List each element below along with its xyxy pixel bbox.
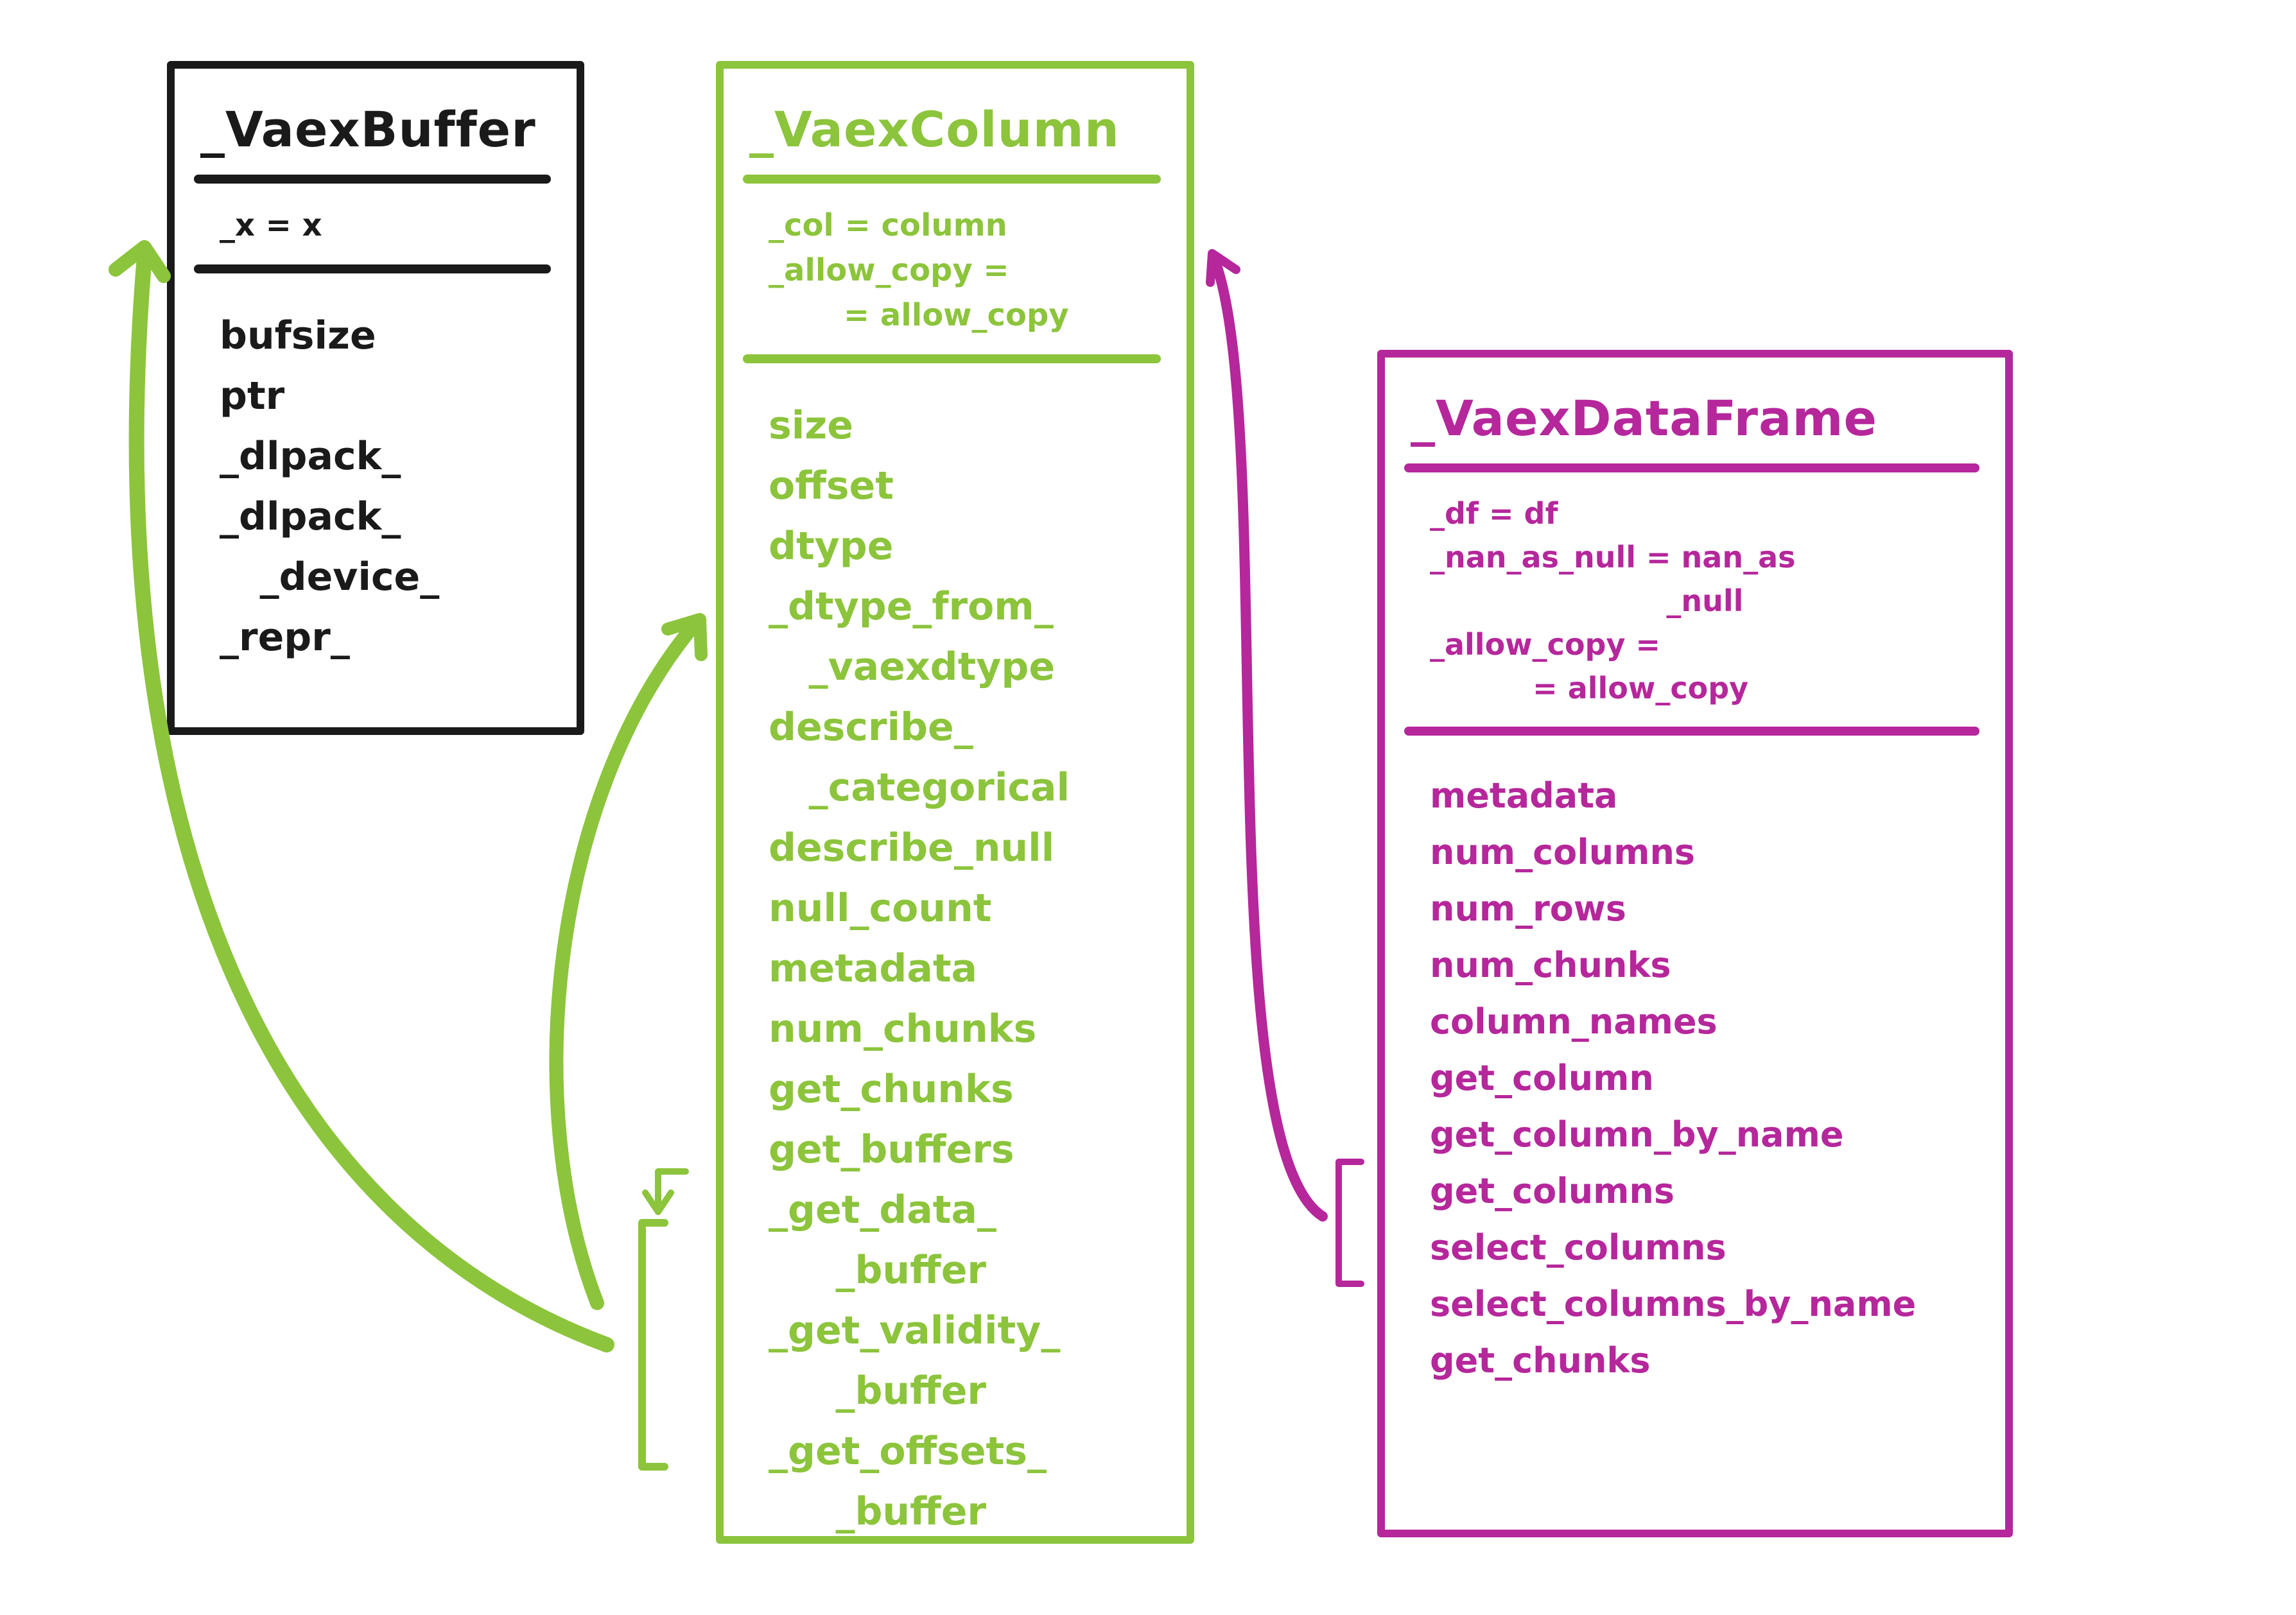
- vaex-dataframe-title: _VaexDataFrame: [1411, 390, 2005, 447]
- vaex-dataframe-attribute: _df = df: [1430, 492, 1992, 535]
- vaex-dataframe-class-box: _VaexDataFrame _df = df _nan_as_null = n…: [1377, 350, 2013, 1537]
- dataframe-column-methods-bracket: [1339, 1162, 1361, 1284]
- dataframe-to-column-arrowhead: [1210, 254, 1236, 282]
- vaex-column-method: dtype: [769, 516, 1174, 576]
- vaex-column-separator-1: [743, 175, 1161, 184]
- vaex-column-attribute: = allow_copy: [769, 293, 1174, 338]
- vaex-column-method: offset: [769, 456, 1174, 516]
- vaex-column-method: get_chunks: [769, 1059, 1174, 1119]
- column-to-column-arrowhead: [668, 619, 701, 655]
- vaex-dataframe-method: num_columns: [1430, 824, 1992, 881]
- vaex-dataframe-method: select_columns_by_name: [1430, 1276, 1992, 1333]
- vaex-buffer-method: _dlpack_: [220, 426, 564, 487]
- vaex-dataframe-separator-1: [1404, 463, 1979, 472]
- vaex-column-method: _get_offsets_ _buffer: [769, 1421, 1174, 1542]
- vaex-dataframe-method: select_columns: [1430, 1220, 1992, 1276]
- vaex-column-separator-2: [743, 354, 1161, 363]
- vaex-dataframe-methods: metadata num_columns num_rows num_chunks…: [1430, 768, 1992, 1389]
- column-buffer-methods-bracket: [642, 1223, 665, 1467]
- vaex-buffer-method: bufsize: [220, 306, 564, 366]
- vaex-column-method: _get_data_ _buffer: [769, 1180, 1174, 1300]
- vaex-column-methods: size offset dtype _dtype_from_ _vaexdtyp…: [769, 395, 1174, 1542]
- vaex-buffer-method: ptr: [220, 366, 564, 426]
- vaex-column-class-box: _VaexColumn _col = column _allow_copy = …: [716, 61, 1194, 1544]
- vaex-column-method: describe_null: [769, 818, 1174, 878]
- vaex-dataframe-method: get_column_by_name: [1430, 1107, 1992, 1163]
- vaex-column-title: _VaexColumn: [749, 101, 1187, 158]
- vaex-buffer-class-box: _VaexBuffer _x = x bufsize ptr _dlpack_ …: [167, 61, 584, 735]
- vaex-buffer-methods: bufsize ptr _dlpack_ _dlpack_ _device_ _…: [220, 306, 564, 668]
- column-bracket-pointer-arrow: [658, 1171, 686, 1208]
- dataframe-to-column-arrow: [1213, 257, 1323, 1216]
- vaex-dataframe-method: get_column: [1430, 1050, 1992, 1107]
- vaex-column-method: get_buffers: [769, 1119, 1174, 1180]
- vaex-dataframe-attribute: _nan_as_null = nan_as _null: [1430, 535, 1992, 623]
- vaex-dataframe-separator-2: [1404, 727, 1979, 736]
- vaex-column-method: null_count: [769, 878, 1174, 938]
- vaex-dataframe-method: column_names: [1430, 994, 1992, 1050]
- vaex-column-attribute: _allow_copy =: [769, 248, 1174, 293]
- vaex-dataframe-method: get_columns: [1430, 1163, 1992, 1220]
- vaex-dataframe-method: num_rows: [1430, 881, 1992, 937]
- vaex-dataframe-method: get_chunks: [1430, 1333, 1992, 1389]
- vaex-dataframe-attribute: _allow_copy = = allow_copy: [1430, 623, 1992, 710]
- vaex-buffer-attribute: _x = x: [220, 203, 564, 248]
- vaex-buffer-attributes: _x = x: [220, 203, 564, 248]
- column-bracket-pointer-arrowhead: [645, 1193, 671, 1212]
- vaex-column-attributes: _col = column _allow_copy = = allow_copy: [769, 203, 1174, 338]
- vaex-column-method: _get_validity_ _buffer: [769, 1300, 1174, 1421]
- vaex-dataframe-method: num_chunks: [1430, 937, 1992, 994]
- vaex-dataframe-attributes: _df = df _nan_as_null = nan_as _null _al…: [1430, 492, 1992, 710]
- vaex-column-attribute: _col = column: [769, 203, 1174, 248]
- vaex-column-method: describe_ _categorical: [769, 697, 1174, 818]
- vaex-buffer-method: _dlpack_ _device_: [220, 487, 564, 607]
- vaex-buffer-title: _VaexBuffer: [200, 101, 577, 158]
- vaex-buffer-separator-1: [194, 175, 551, 184]
- vaex-column-method: num_chunks: [769, 999, 1174, 1059]
- column-to-buffer-arrowhead: [116, 247, 164, 276]
- vaex-buffer-separator-2: [194, 264, 551, 273]
- vaex-dataframe-method: metadata: [1430, 768, 1992, 824]
- vaex-column-method: _dtype_from_ _vaexdtype: [769, 576, 1174, 697]
- vaex-column-method: metadata: [769, 938, 1174, 999]
- vaex-buffer-method: _repr_: [220, 607, 564, 668]
- vaex-column-method: size: [769, 395, 1174, 456]
